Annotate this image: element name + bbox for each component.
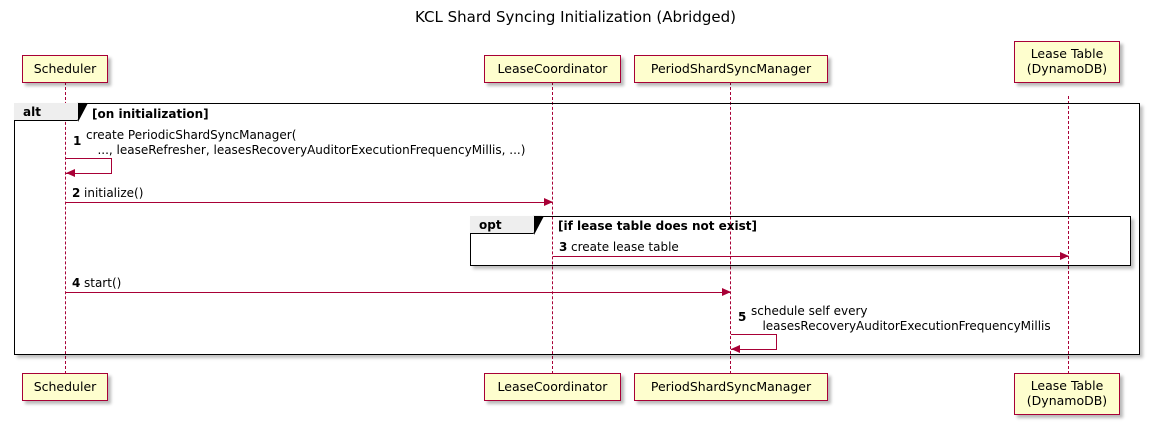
fragment-opt: opt [470, 215, 1131, 266]
fragment-alt-guard: [on initialization] [92, 107, 209, 121]
participant-leasetable-top[interactable]: Lease Table (DynamoDB) [1014, 41, 1120, 83]
message-2-arrowhead [544, 197, 553, 206]
lifeline-periodshardsyncmanager [730, 82, 731, 374]
fragment-alt: alt [14, 102, 1140, 355]
lifeline-leasetable [1068, 96, 1069, 374]
message-5-seq: 5 [738, 310, 747, 324]
message-3-arrowhead [1060, 251, 1069, 260]
participant-leasecoordinator-bottom[interactable]: LeaseCoordinator [484, 373, 621, 401]
message-5-arrowhead [731, 345, 740, 353]
message-3-text: create lease table [571, 240, 679, 254]
message-3-seq: 3 [559, 240, 568, 254]
fragment-alt-corner [78, 103, 88, 122]
message-2-seq: 2 [72, 186, 81, 200]
participant-periodshardsyncmanager-bottom[interactable]: PeriodShardSyncManager [634, 373, 828, 401]
lifeline-scheduler [65, 82, 66, 374]
message-2-text: initialize() [84, 186, 144, 200]
fragment-opt-keyword: opt [479, 217, 502, 232]
message-4-seq: 4 [72, 276, 81, 290]
page-title: KCL Shard Syncing Initialization (Abridg… [415, 8, 736, 26]
fragment-alt-keyword: alt [23, 104, 41, 119]
fragment-opt-keyword-box: opt [470, 215, 542, 234]
participant-scheduler-top[interactable]: Scheduler [22, 55, 108, 83]
message-1-text: create PeriodicShardSyncManager( ..., le… [86, 128, 526, 157]
participant-leasetable-bottom[interactable]: Lease Table (DynamoDB) [1014, 373, 1120, 415]
participant-scheduler-bottom[interactable]: Scheduler [22, 373, 108, 401]
message-5-text: schedule self every leasesRecoveryAudito… [751, 304, 1051, 333]
message-4-text: start() [84, 276, 122, 290]
message-1-self-loop [66, 158, 112, 174]
message-5-self-loop [731, 334, 777, 350]
message-1-arrowhead [66, 169, 75, 177]
message-4-line [66, 292, 730, 293]
fragment-opt-guard: [if lease table does not exist] [558, 219, 758, 233]
participant-periodshardsyncmanager-top[interactable]: PeriodShardSyncManager [634, 55, 828, 83]
lifeline-leasecoordinator [552, 82, 553, 374]
message-1-seq: 1 [73, 134, 82, 148]
message-3-line [553, 256, 1068, 257]
message-2-line [66, 202, 552, 203]
fragment-alt-keyword-box: alt [14, 102, 86, 121]
fragment-opt-corner [534, 216, 544, 235]
participant-leasecoordinator-top[interactable]: LeaseCoordinator [484, 55, 621, 83]
message-4-arrowhead [722, 287, 731, 296]
